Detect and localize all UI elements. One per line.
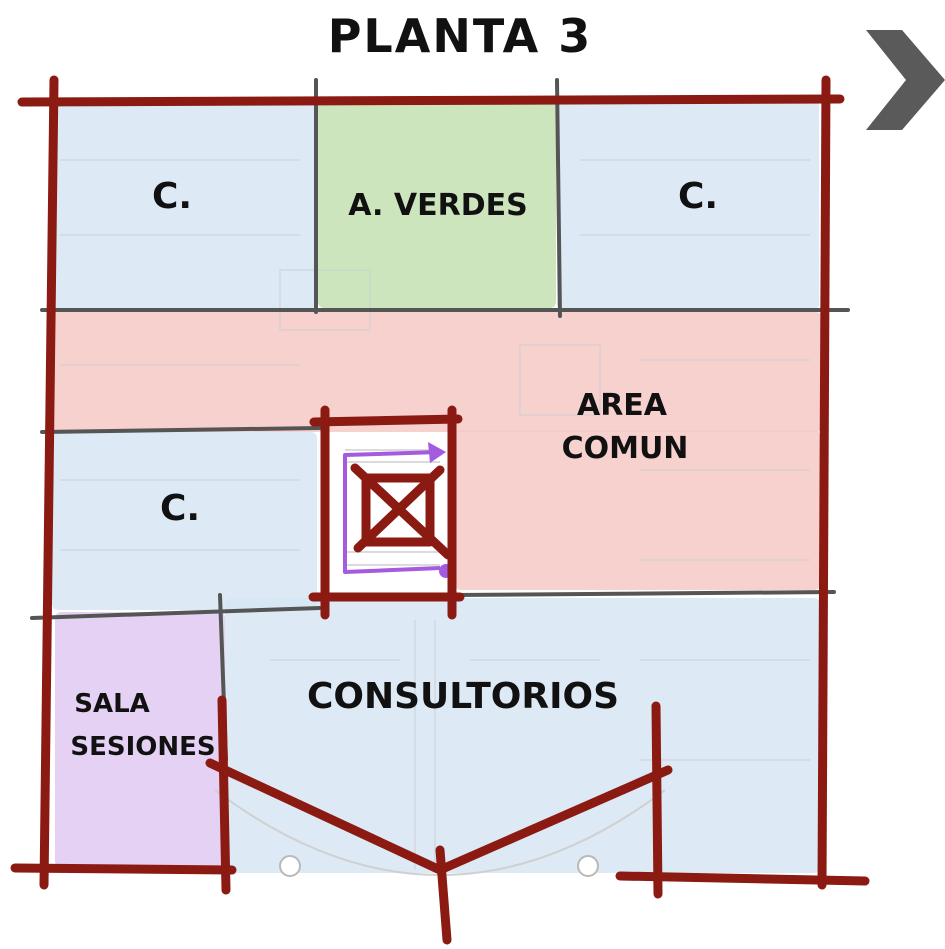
- wall-sala-east: [217, 695, 231, 895]
- elevator-box: [361, 473, 435, 547]
- label-area-comun-line2: COMUN: [562, 431, 689, 466]
- column-marker-right: [577, 855, 599, 877]
- wall-left: [39, 75, 59, 890]
- zone-c-top-right[interactable]: [557, 100, 819, 310]
- core-top: [309, 414, 463, 427]
- stair-steps: [345, 449, 440, 566]
- divider-h-lower-right: [453, 590, 836, 597]
- arrow-head-icon: [428, 442, 446, 463]
- zone-c-top-left[interactable]: [55, 102, 317, 310]
- zone-c-middle-left[interactable]: [52, 432, 317, 610]
- elevator-cross-b: [353, 465, 445, 553]
- divider-v-right: [555, 78, 562, 318]
- wall-bottom-left: [10, 863, 237, 875]
- divider-h-lower-left: [30, 606, 322, 620]
- wall-entrance-stem: [435, 845, 452, 945]
- label-c-top-right: C.: [678, 176, 718, 217]
- label-c-top-left: C.: [152, 176, 192, 217]
- background-plan-lines: [60, 159, 810, 870]
- zones-layer: [52, 100, 822, 873]
- zone-labels: C. A. VERDES C. AREA COMUN C. CONSULTORI…: [70, 176, 718, 762]
- zone-consultorios[interactable]: [225, 598, 820, 873]
- label-c-middle-left: C.: [160, 488, 200, 529]
- structural-walls: [10, 75, 870, 945]
- divider-h-middle: [40, 426, 322, 434]
- plan-title: PLANTA 3: [328, 9, 593, 63]
- wall-consultorios-east: [651, 701, 663, 899]
- chevron-right-icon[interactable]: [866, 30, 945, 130]
- stair-direction-arrow: [343, 450, 441, 574]
- label-area-comun-line1: AREA: [577, 388, 668, 423]
- column-marker-left: [279, 855, 301, 877]
- label-sala-sesiones-line1: SALA: [74, 689, 150, 719]
- label-sala-sesiones-line2: SESIONES: [70, 732, 215, 762]
- zone-sala-sesiones[interactable]: [55, 612, 225, 867]
- wall-top: [17, 94, 845, 107]
- label-areas-verdes: A. VERDES: [348, 188, 527, 223]
- zone-areas-verdes[interactable]: [318, 100, 556, 308]
- wall-right: [817, 75, 831, 890]
- label-consultorios: CONSULTORIOS: [307, 676, 619, 717]
- divider-lines: [30, 78, 850, 762]
- zone-area-comun[interactable]: [52, 312, 822, 432]
